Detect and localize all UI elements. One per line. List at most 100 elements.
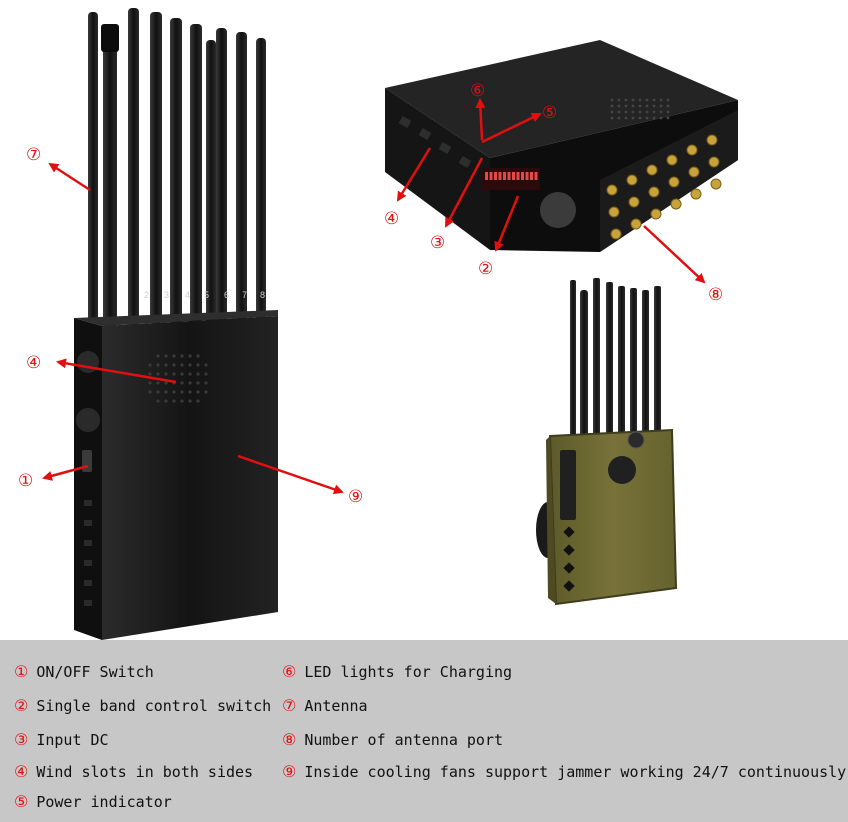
- callout-1: ①: [18, 471, 33, 490]
- antenna-port: [686, 144, 698, 156]
- antenna-number: 4: [185, 290, 190, 300]
- legend-text: Inside cooling fans support jammer worki…: [304, 762, 847, 781]
- callout-2: ②: [478, 259, 493, 278]
- antenna-ports: [606, 134, 722, 240]
- pouch-vent-window: [560, 450, 576, 520]
- legend-number: ⑧: [282, 730, 297, 749]
- antenna-port: [630, 218, 642, 230]
- callout-9: ⑨: [348, 487, 363, 506]
- legend-item: ⑧ Number of antenna port: [282, 730, 503, 749]
- antenna-port: [648, 186, 660, 198]
- legend-item: ⑤ Power indicator: [14, 792, 172, 811]
- pouch-button: [627, 431, 645, 449]
- box-top: [385, 40, 738, 158]
- dip-switches: [485, 172, 538, 180]
- legend-text: Antenna: [304, 696, 368, 715]
- pouch-speaker-window: [608, 456, 636, 484]
- antenna: [216, 28, 227, 322]
- antenna-port: [650, 208, 662, 220]
- antenna: [150, 12, 162, 324]
- legend-item: ⑥ LED lights for Charging: [282, 662, 512, 681]
- antenna: [103, 28, 117, 328]
- antenna-cap: [101, 24, 119, 52]
- legend-text: Number of antenna port: [304, 730, 504, 749]
- legend-number: ⑦: [282, 696, 297, 715]
- antenna: [128, 8, 139, 326]
- antenna: [170, 18, 182, 324]
- legend-number: ⑨: [282, 762, 297, 781]
- left-device-body: [74, 310, 278, 640]
- pouch-antennas: [570, 278, 661, 440]
- pouch-side: [546, 436, 556, 604]
- antenna: [190, 24, 202, 324]
- feature-legend: ① ON/OFF Switch ② Single band control sw…: [0, 640, 848, 822]
- legend-number: ③: [14, 730, 29, 749]
- antenna-port: [628, 196, 640, 208]
- antenna-number: 2: [144, 290, 149, 300]
- product-figure-svg: 2 3 4 5 6 7 8: [18, 8, 738, 640]
- callout-3: ③: [430, 233, 445, 252]
- antenna: [256, 38, 266, 322]
- legend-text: Wind slots in both sides: [36, 762, 254, 781]
- arrow-2: [494, 195, 520, 252]
- top-right-device: [385, 40, 738, 252]
- arrow-5: [481, 112, 542, 144]
- legend-item: ③ Input DC: [14, 730, 109, 749]
- arrow-3: [444, 157, 484, 228]
- antenna-port: [706, 134, 718, 146]
- antenna-port: [606, 184, 618, 196]
- antenna-number: 5: [204, 290, 209, 300]
- arrow-6: [475, 98, 486, 141]
- legend-text: Single band control switch: [36, 696, 272, 715]
- callout-6: ⑥: [470, 81, 485, 100]
- antenna-port: [610, 228, 622, 240]
- antenna: [206, 40, 216, 322]
- callout-5: ⑤: [542, 103, 557, 122]
- legend-number: ⑤: [14, 792, 29, 811]
- antenna-port: [708, 156, 720, 168]
- antenna-port: [690, 188, 702, 200]
- arrow-4-left: [56, 358, 177, 384]
- antenna-number-labels: 2 3 4 5 6 7 8: [144, 290, 265, 300]
- antenna-port: [626, 174, 638, 186]
- antenna-number: 3: [164, 290, 169, 300]
- callout-7: ⑦: [26, 145, 41, 164]
- product-illustration: 2 3 4 5 6 7 8: [18, 8, 738, 640]
- antenna-port: [688, 166, 700, 178]
- legend-text: Power indicator: [36, 792, 172, 811]
- pouch-diamonds: [563, 526, 575, 592]
- antenna-number: 6: [224, 290, 229, 300]
- left-device-top-edge: [74, 310, 278, 326]
- legend-number: ④: [14, 762, 29, 781]
- arrow-8: [643, 225, 706, 284]
- on-off-switch: [82, 450, 92, 472]
- antenna-port: [666, 154, 678, 166]
- arrow-4-box: [396, 147, 432, 202]
- legend-item: ② Single band control switch: [14, 696, 271, 715]
- box-left-face: [385, 88, 490, 250]
- cooling-fan: [540, 192, 576, 228]
- legend-text: Input DC: [36, 730, 109, 749]
- antenna: [88, 12, 98, 322]
- antenna-port: [668, 176, 680, 188]
- pouch-device: [536, 278, 678, 606]
- legend-number: ②: [14, 696, 29, 715]
- box-vents: [398, 116, 472, 168]
- antenna-port: [670, 198, 682, 210]
- callout-arrows: [42, 98, 706, 495]
- legend-number: ①: [14, 662, 29, 681]
- box-speaker-grille: [610, 98, 670, 120]
- antenna-port: [608, 206, 620, 218]
- legend-item: ① ON/OFF Switch: [14, 662, 154, 681]
- antenna-port: [646, 164, 658, 176]
- callout-labels: ⑦ ④ ① ⑨ ④ ③ ② ⑥ ⑤ ⑧: [18, 81, 723, 506]
- speaker-grille: [148, 354, 208, 403]
- left-device-antennas: [88, 8, 266, 328]
- antenna: [236, 32, 247, 322]
- legend-item: ④ Wind slots in both sides: [14, 762, 253, 781]
- callout-4-left: ④: [26, 353, 41, 372]
- antenna-number: 7: [242, 290, 247, 300]
- left-device-front: [102, 316, 278, 640]
- callout-4-box: ④: [384, 209, 399, 228]
- antenna-number: 8: [260, 290, 265, 300]
